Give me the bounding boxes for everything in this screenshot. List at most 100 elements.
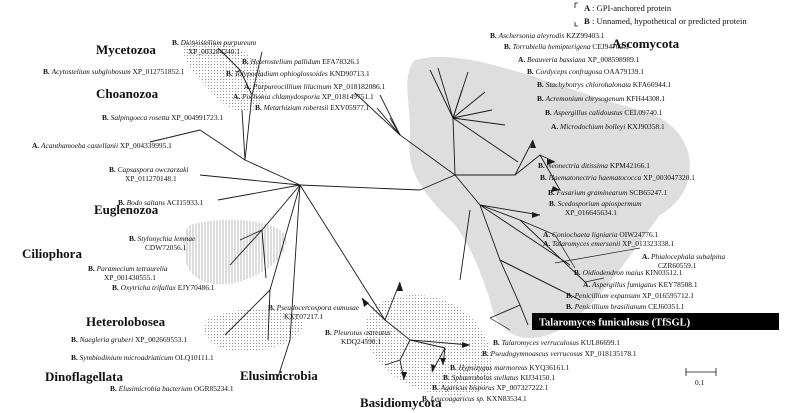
taxon-label-talaromyces_em: A. Talaromyces emersonii XP_013323338.1 (543, 239, 674, 248)
taxon-species: Sphaerobolus stellatus (452, 373, 519, 382)
taxon-accession: KUL86699.1 (579, 338, 620, 347)
taxon-accession-pleurotus: KDQ24590.1 (341, 337, 381, 346)
taxon-prefix: A. (518, 55, 527, 64)
taxon-species: Symbiodinium microadriaticum (80, 353, 174, 362)
taxon-accession: XP_018182086.1 (331, 82, 385, 91)
taxon-prefix: B. (504, 42, 513, 51)
taxon-accession: EFA78326.1 (320, 57, 360, 66)
ascomycota-region (407, 56, 690, 339)
taxon-label-metarhizium: B. Metarhizium robertsii EXV05977.1 (255, 103, 370, 112)
taxon-accession: ACI15933.1 (165, 198, 203, 207)
taxon-prefix: B. (548, 188, 557, 197)
taxon-accession: KPM42166.1 (608, 161, 650, 170)
taxon-label-purpureocillium: A. Purpureocillium lilacinum XP_01818208… (244, 82, 386, 91)
taxon-species: Pseudocercospora eumusae (276, 303, 360, 312)
taxon-species: Oxytricha trifallax (121, 283, 177, 292)
taxon-species: Capsaspora owczarzaki (118, 165, 189, 174)
taxon-prefix: B. (566, 291, 575, 300)
taxon-accession: XP_004339995.1 (118, 141, 172, 150)
tree-branches (149, 47, 586, 381)
taxon-label-paramecium: B. Paramecium tetraurelia (88, 264, 168, 273)
taxon-prefix: B. (537, 80, 546, 89)
taxon-accession: XP_004991723.1 (169, 113, 223, 122)
taxon-accession: CEJ60351.1 (646, 302, 684, 311)
taxon-label-dictyostelium: B. Dictyostelium purpureum (172, 38, 257, 47)
taxon-label-aschersonia: B. Aschersonia aleyrodis KZZ99403.1 (490, 31, 605, 40)
taxon-label-stylonychia: B. Stylonychia lemnae (129, 234, 196, 243)
taxon-label-acanthamoeba: A. Acanthamoeba castellanii XP_004339995… (32, 141, 172, 150)
taxon-prefix: A. (233, 92, 242, 101)
taxon-label-oidiodendron: B. Oidiodendron maius KIN03512.1 (574, 268, 683, 277)
taxon-label-naegleria: B. Naegleria gruberi XP_002669553.1 (71, 335, 187, 344)
taxon-species: Bodo saltans (127, 198, 166, 207)
taxon-accession-dictyostelium: XP_003284240.1 (188, 47, 240, 56)
taxon-prefix: B. (493, 338, 502, 347)
taxon-species: Aschersonia aleyrodis (498, 31, 565, 40)
taxon-accession: KEY78508.1 (656, 280, 697, 289)
taxon-species: Pochonia chlamydosporia (241, 92, 320, 101)
taxon-label-pochonia: A. Pochonia chlamydosporia XP_018149751.… (233, 92, 374, 101)
taxon-species: Haematonectria haematococca (548, 173, 642, 182)
taxon-prefix: B. (118, 198, 127, 207)
taxon-prefix: B. (540, 173, 549, 182)
taxon-species: Heterostelium pallidum (250, 57, 321, 66)
taxon-accession: KXJ90358.1 (625, 122, 665, 131)
taxon-label-beauveria: A. Beauveria bassiana XP_008598989.1 (518, 55, 640, 64)
taxon-prefix: B. (549, 199, 558, 208)
taxon-accession: XP_018135178.1 (583, 349, 637, 358)
taxon-prefix: B. (88, 264, 97, 273)
taxon-label-pseudocercospora: B. Pseudocercospora eumusae (268, 303, 360, 312)
scale-label: 0.1 (695, 378, 705, 387)
taxon-prefix: A. (543, 230, 552, 239)
taxon-species: Microdochium bolleyi (559, 122, 625, 131)
clade-shading (182, 38, 690, 396)
taxon-species: Acytostelium subglobosum (51, 67, 132, 76)
taxon-prefix: B. (482, 349, 491, 358)
taxon-accession: XP_007327222.1 (495, 383, 549, 392)
taxon-labels: B. Dictyostelium purpureumXP_003284240.1… (32, 31, 725, 403)
group-ascomycota: Ascomycota (612, 36, 680, 51)
taxon-species: Penicillium brasilianum (574, 302, 647, 311)
highlight-label: Talaromyces funiculosus (TfSGL) (539, 318, 691, 329)
taxon-label-leucoagaricus: B. Leucoagaricus sp. KXN83534.1 (422, 394, 527, 403)
taxon-prefix: B. (537, 94, 546, 103)
heterolobosea-region (204, 308, 303, 352)
taxon-accession: OLQ10111.1 (173, 353, 214, 362)
taxon-label-phialocephala: A. Phialocephala subalpina (642, 252, 725, 261)
taxon-accession: XP_018149751.1 (320, 92, 374, 101)
taxon-species: Oidiodendron maius (583, 268, 644, 277)
taxon-prefix: B. (432, 383, 441, 392)
legend-b-key: B (584, 16, 590, 26)
taxon-accession-pseudocercospora: KXT07217.1 (284, 312, 324, 321)
taxon-prefix: A. (583, 280, 592, 289)
taxon-species: Elusimicrobia bacterium (118, 384, 193, 393)
taxon-species: Leucoagaricus sp. (430, 394, 485, 403)
taxon-prefix: B. (325, 328, 334, 337)
taxon-accession: KXN83534.1 (485, 394, 527, 403)
taxon-prefix: B. (129, 234, 138, 243)
taxon-accession: XP_008598989.1 (586, 55, 640, 64)
taxon-accession: XP_013323338.1 (620, 239, 674, 248)
taxon-label-microdochium: A. Microdochium bolleyi KXJ90358.1 (551, 122, 665, 131)
taxon-accession-phialocephala: CZR60559.1 (658, 261, 697, 270)
group-ciliophora: Ciliophora (22, 246, 82, 261)
taxon-species: Aspergillus fumigatus (591, 280, 657, 289)
taxon-label-sphaerobolus: B. Sphaerobolus stellatus KIJ34150.1 (443, 373, 555, 382)
legend-a-text: : GPI-anchored protein (592, 3, 672, 13)
taxon-species: Penicillium expansum (574, 291, 641, 300)
group-basidiomycota: Basidiomycota (360, 395, 442, 410)
taxon-prefix: A. (543, 239, 552, 248)
taxon-species: Stachybotrys chlorohalonata (546, 80, 632, 89)
taxon-species: Acanthamoeba castellanii (40, 141, 118, 150)
highlight-box (532, 313, 779, 330)
taxon-species: Metarhizium robertsii (263, 103, 329, 112)
ciliophora-region (183, 219, 287, 285)
taxon-prefix: B. (545, 108, 554, 117)
taxon-label-haematonectria: B. Haematonectria haematococca XP_003047… (540, 173, 695, 182)
taxon-label-coniochaeta: A. Coniochaeta ligniaria OIW24776.1 (543, 230, 658, 239)
taxon-species: Naegleria gruberi (79, 335, 134, 344)
taxon-species: Stylonychia lemnae (138, 234, 196, 243)
taxon-label-penicillium_exp: B. Penicillium expansum XP_016595712.1 (566, 291, 694, 300)
taxon-accession: CEJ94702.1 (591, 42, 629, 51)
taxon-prefix: B. (490, 31, 499, 40)
